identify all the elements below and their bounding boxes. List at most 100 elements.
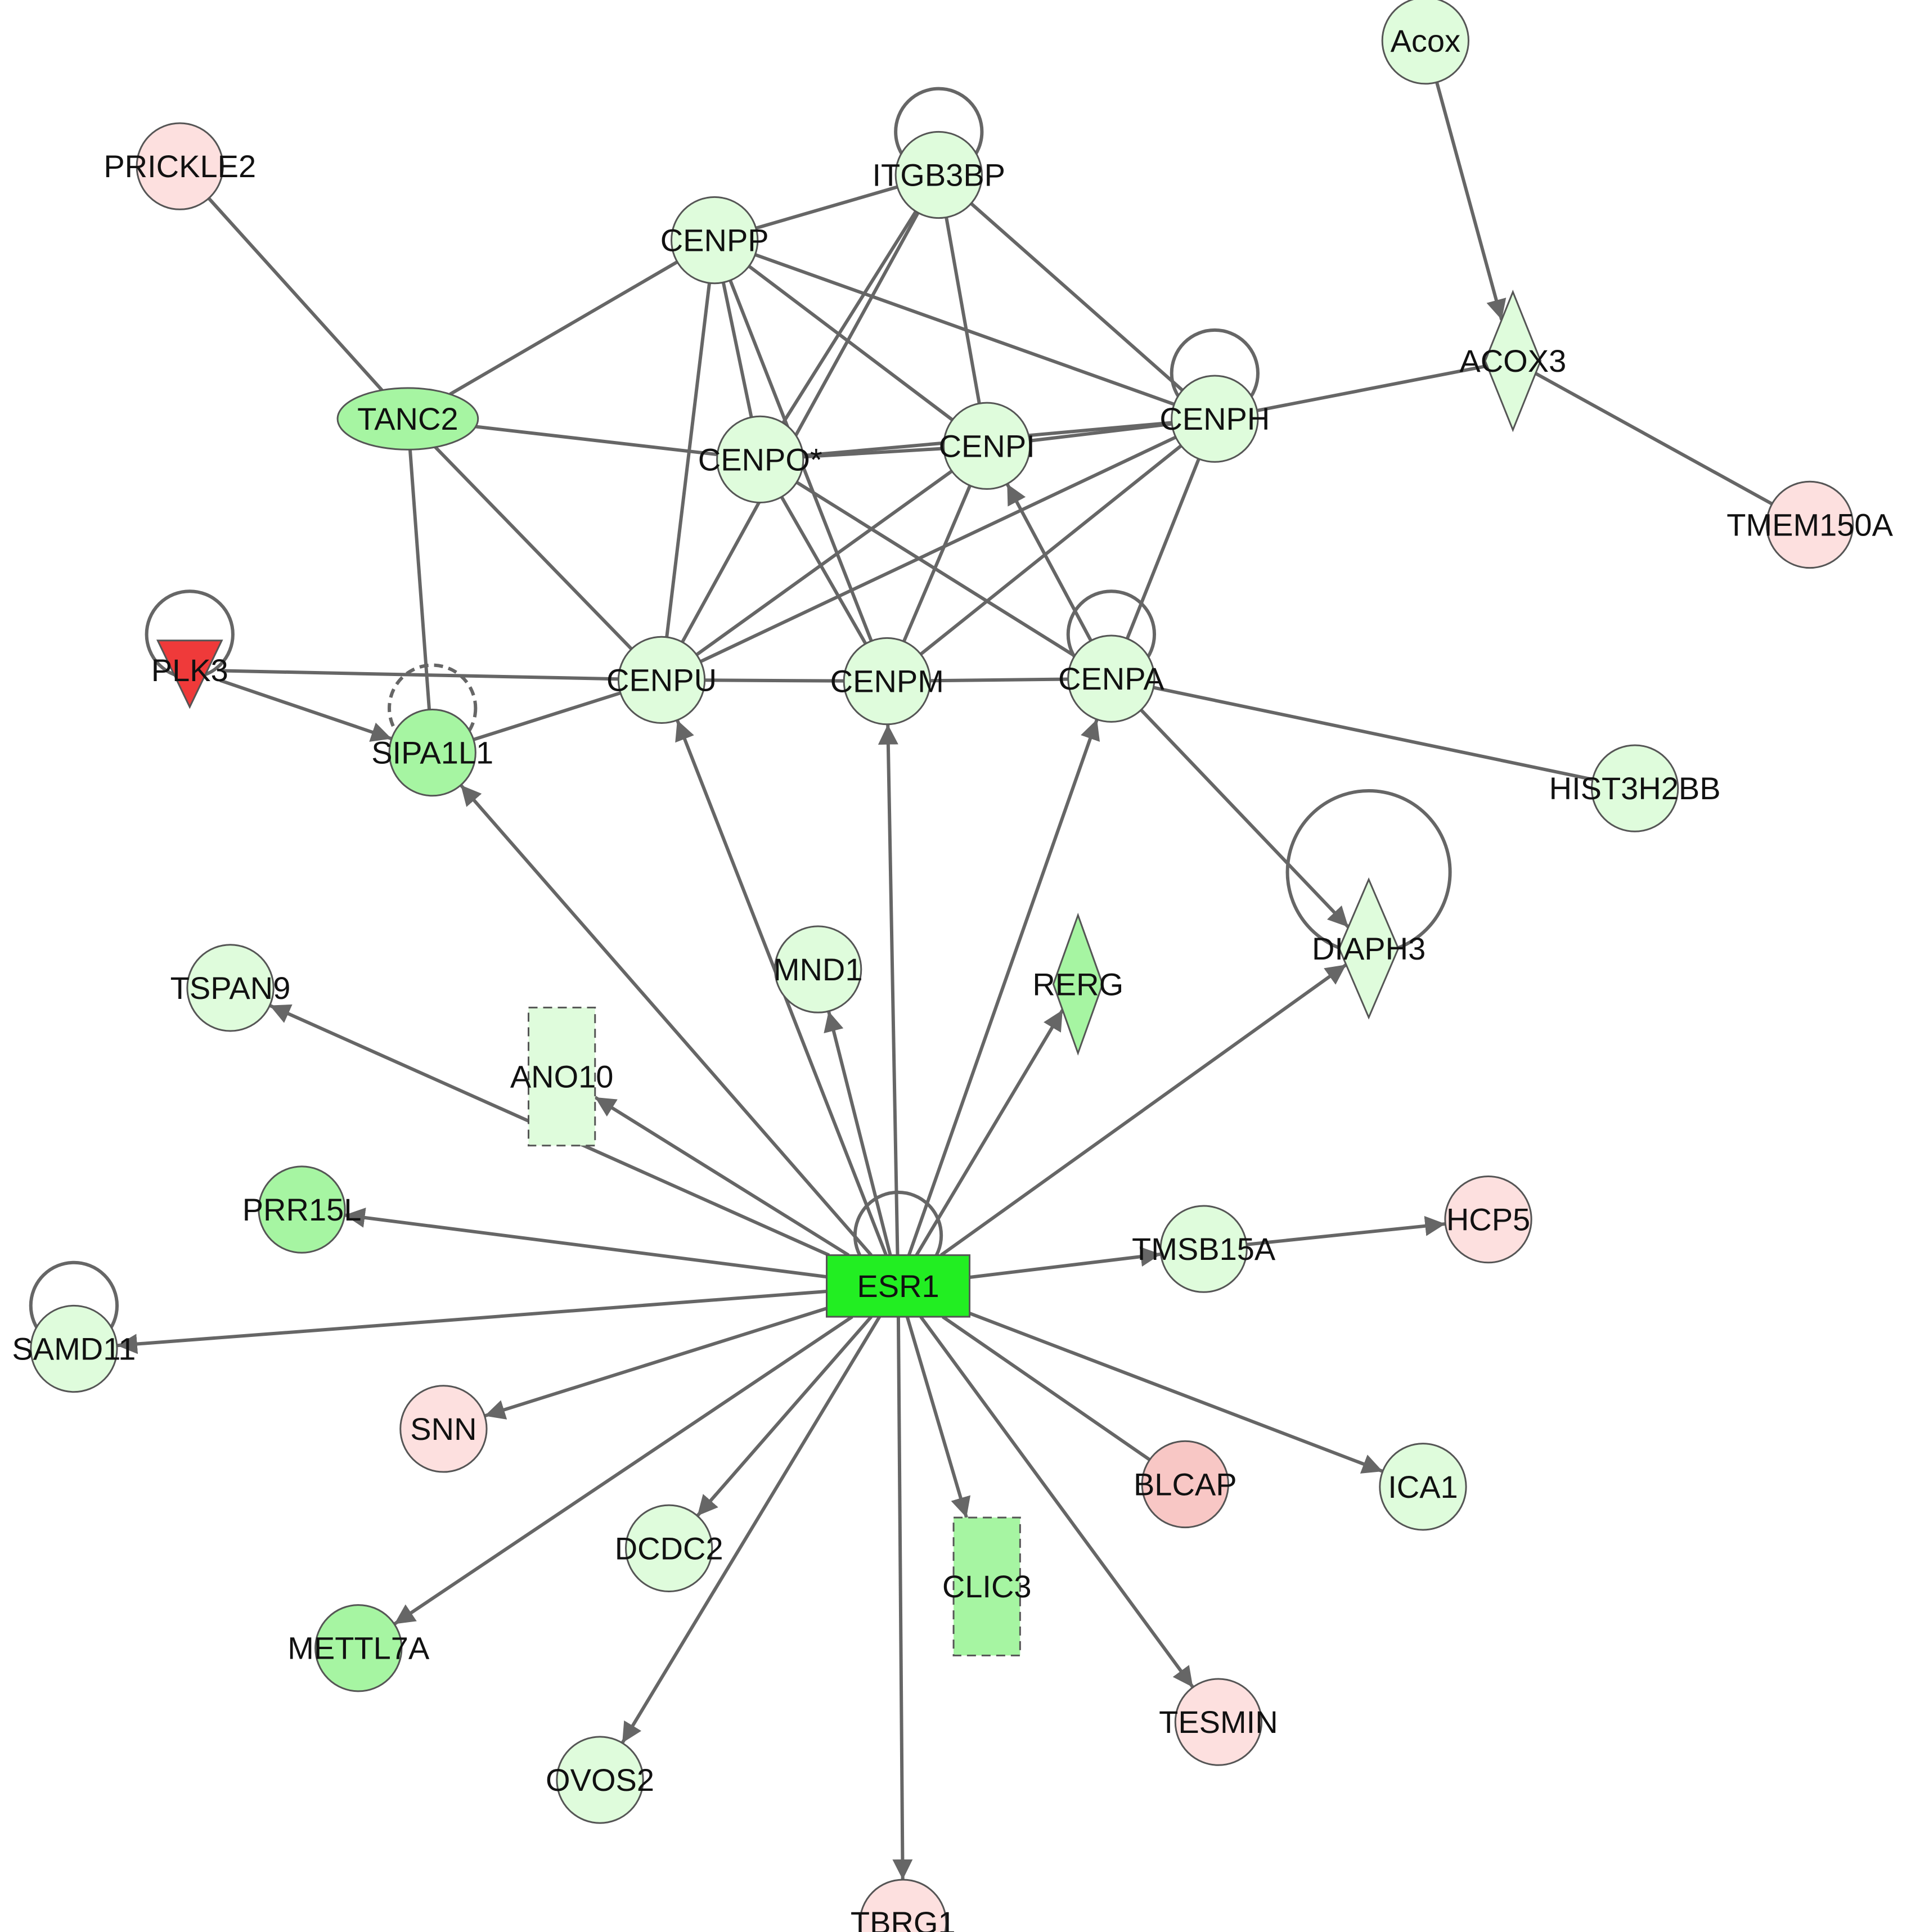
edge-acox3-to-tmem150a bbox=[1535, 372, 1773, 506]
node-label-ovos2: OVOS2 bbox=[546, 1762, 654, 1798]
edge-acox-to-acox3 bbox=[1435, 82, 1507, 321]
edge-esr1-to-sipa1l1 bbox=[459, 783, 873, 1257]
node-label-cenpu: CENPU bbox=[606, 662, 717, 697]
node-shape-snn bbox=[399, 1385, 488, 1473]
edge-acox3-to-cenph bbox=[1257, 364, 1488, 412]
edge-cenph-to-cenpu bbox=[700, 435, 1177, 663]
node-label-ano10: ANO10 bbox=[510, 1059, 614, 1095]
node-hcp5[interactable]: HCP5 bbox=[1444, 1175, 1532, 1264]
edge-esr1-to-mnd1 bbox=[824, 1011, 892, 1256]
node-label-clic3: CLIC3 bbox=[942, 1569, 1032, 1604]
node-clic3[interactable]: CLIC3 bbox=[942, 1516, 1032, 1656]
edge-sipa1l1-to-cenpu bbox=[473, 691, 621, 741]
node-itgb3bp[interactable]: ITGB3BP bbox=[873, 130, 1006, 219]
edge-cenpp-to-cenpo bbox=[721, 282, 753, 418]
edge-cenpo-to-cenpm bbox=[780, 496, 867, 645]
node-cenph[interactable]: CENPH bbox=[1159, 375, 1270, 463]
node-label-tmsb15a: TMSB15A bbox=[1132, 1231, 1276, 1267]
edge-esr1-to-mettl7a bbox=[393, 1315, 853, 1625]
edge-esr1-to-tbrg1 bbox=[892, 1317, 913, 1880]
node-label-hist3h2bb: HIST3H2BB bbox=[1549, 771, 1721, 806]
node-shape-itgb3bp bbox=[894, 130, 983, 219]
node-tbrg1[interactable]: TBRG1 bbox=[851, 1879, 956, 1932]
node-sipa1l1[interactable]: SIPA1L1 bbox=[371, 708, 493, 797]
edge-cenpi-to-cenpm bbox=[902, 485, 972, 642]
node-label-prickle2: PRICKLE2 bbox=[104, 148, 256, 184]
edge-cenph-to-cenpm bbox=[919, 444, 1182, 656]
edge-esr1-to-ica1 bbox=[969, 1312, 1383, 1474]
edge-cenph-to-cenpa bbox=[1125, 458, 1200, 640]
node-cenpu[interactable]: CENPU bbox=[606, 636, 717, 724]
node-label-mettl7a: METTL7A bbox=[287, 1631, 430, 1666]
node-shape-tmem150a bbox=[1765, 480, 1854, 569]
node-shape-plk3 bbox=[156, 640, 223, 709]
edge-esr1-to-ano10 bbox=[594, 1096, 850, 1257]
node-mnd1[interactable]: MND1 bbox=[774, 925, 863, 1014]
node-mettl7a[interactable]: METTL7A bbox=[287, 1604, 430, 1692]
node-dcdc2[interactable]: DCDC2 bbox=[615, 1504, 723, 1592]
node-cenpa[interactable]: CENPA bbox=[1058, 634, 1164, 723]
edge-esr1-to-samd11 bbox=[116, 1290, 827, 1354]
node-plk3[interactable]: PLK3 bbox=[151, 640, 228, 709]
node-tspan9[interactable]: TSPAN9 bbox=[170, 944, 291, 1032]
node-blcap[interactable]: BLCAP bbox=[1134, 1440, 1237, 1529]
edge-cenpa-to-hist3h2bb bbox=[1153, 686, 1593, 781]
node-label-cenpm: CENPM bbox=[830, 664, 944, 699]
node-shape-mettl7a bbox=[314, 1604, 403, 1692]
edge-tmsb15a-to-hcp5 bbox=[1246, 1215, 1446, 1246]
node-shape-cenpm bbox=[843, 637, 931, 726]
node-samd11[interactable]: SAMD11 bbox=[12, 1304, 136, 1393]
edge-cenpa-to-cenpi bbox=[1005, 483, 1092, 642]
edge-plk3-to-cenpu bbox=[222, 669, 619, 681]
node-cenpm[interactable]: CENPM bbox=[830, 637, 944, 726]
edge-cenpi-to-cenpu bbox=[695, 470, 953, 656]
node-shape-esr1 bbox=[825, 1254, 971, 1318]
node-label-prr15l: PRR15L bbox=[242, 1192, 362, 1227]
edge-cenpu-to-cenpm bbox=[704, 678, 844, 683]
edge-cenpi-to-cenph bbox=[1029, 422, 1172, 443]
edge-itgb3bp-to-cenpi bbox=[945, 217, 981, 404]
node-tesmin[interactable]: TESMIN bbox=[1159, 1678, 1278, 1766]
edge-itgb3bp-to-cenph bbox=[970, 202, 1184, 392]
node-hist3h2bb[interactable]: HIST3H2BB bbox=[1549, 744, 1721, 832]
node-tanc2[interactable]: TANC2 bbox=[336, 387, 479, 451]
node-diaph3[interactable]: DIAPH3 bbox=[1312, 877, 1426, 1020]
node-label-cenpo: CENPO* bbox=[698, 442, 822, 477]
node-snn[interactable]: SNN bbox=[399, 1385, 488, 1473]
node-label-diaph3: DIAPH3 bbox=[1312, 931, 1426, 966]
edge-cenpp-to-cenpi bbox=[748, 264, 954, 421]
node-prr15l[interactable]: PRR15L bbox=[242, 1165, 362, 1254]
node-cenpi[interactable]: CENPI bbox=[939, 402, 1035, 490]
node-cenpp[interactable]: CENPP bbox=[660, 196, 769, 285]
node-shape-ovos2 bbox=[556, 1736, 644, 1824]
node-rerg[interactable]: RERG bbox=[1032, 912, 1123, 1056]
edge-esr1-to-prr15l bbox=[344, 1208, 827, 1279]
node-cenpo[interactable]: CENPO* bbox=[698, 415, 822, 504]
node-label-itgb3bp: ITGB3BP bbox=[873, 157, 1006, 192]
node-shape-tmsb15a bbox=[1159, 1205, 1248, 1293]
node-prickle2[interactable]: PRICKLE2 bbox=[104, 122, 256, 210]
node-label-mnd1: MND1 bbox=[774, 952, 863, 987]
node-acox[interactable]: Acox bbox=[1381, 0, 1469, 85]
edge-esr1-to-cenpa bbox=[907, 719, 1100, 1256]
node-shape-cenpi bbox=[943, 402, 1031, 490]
node-shape-samd11 bbox=[30, 1304, 118, 1393]
edge-esr1-to-tmsb15a bbox=[969, 1246, 1161, 1279]
node-acox3[interactable]: ACOX3 bbox=[1459, 290, 1566, 433]
node-shape-tspan9 bbox=[186, 944, 275, 1032]
node-label-tmem150a: TMEM150A bbox=[1726, 507, 1893, 542]
edge-esr1-to-tesmin bbox=[919, 1316, 1194, 1688]
edge-cenpp-to-cenpu bbox=[665, 282, 712, 638]
node-esr1[interactable]: ESR1 bbox=[825, 1254, 971, 1318]
node-ano10[interactable]: ANO10 bbox=[510, 1006, 614, 1147]
node-label-tanc2: TANC2 bbox=[357, 401, 458, 436]
node-label-tbrg1: TBRG1 bbox=[851, 1905, 956, 1932]
node-tmem150a[interactable]: TMEM150A bbox=[1726, 480, 1894, 569]
edge-esr1-to-snn bbox=[484, 1307, 828, 1420]
node-shape-acox bbox=[1381, 0, 1469, 85]
node-tmsb15a[interactable]: TMSB15A bbox=[1132, 1205, 1276, 1293]
edge-itgb3bp-to-cenpu bbox=[681, 211, 920, 643]
node-ovos2[interactable]: OVOS2 bbox=[546, 1736, 654, 1824]
node-ica1[interactable]: ICA1 bbox=[1379, 1443, 1467, 1531]
